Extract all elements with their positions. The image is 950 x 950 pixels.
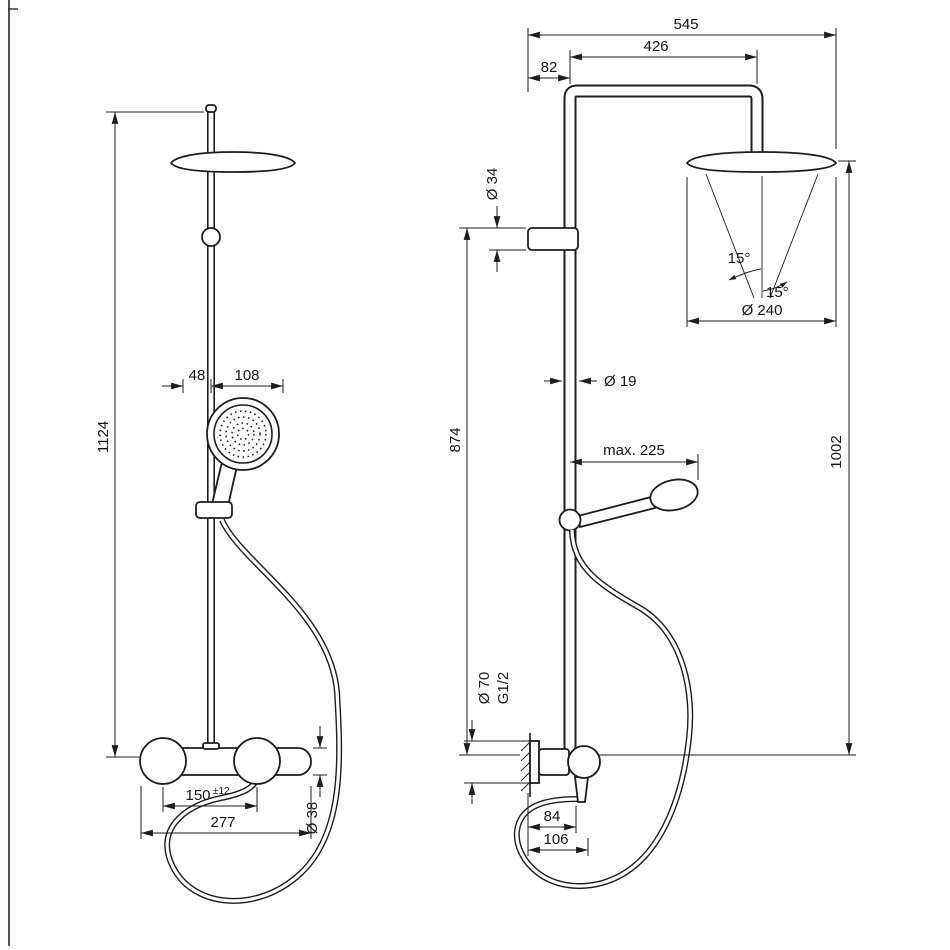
dim-label-1124: 1124 [95, 421, 112, 453]
thermostat-front [139, 737, 312, 785]
dim-valve-width-277: 277 [140, 786, 312, 839]
valve-body-side [538, 748, 570, 776]
dim-head-diameter-240: Ø 240 [686, 177, 837, 327]
dim-label-max225: max. 225 [603, 442, 665, 459]
border-artifact [8, 0, 18, 946]
dim-escutcheon-70-g12: Ø 70 G1/2 [464, 672, 536, 804]
dim-label-150: 150 [185, 787, 210, 804]
slider-holder-side [558, 508, 582, 532]
dim-overall-height-1124: 1124 [95, 111, 204, 758]
overhead-shower-side [685, 151, 838, 173]
dim-label-545: 545 [673, 16, 698, 33]
dim-pipe-diameter-19: Ø 19 [544, 373, 637, 390]
pipe-escutcheon [202, 742, 220, 750]
dim-label-874: 874 [447, 427, 464, 452]
dim-label-g12: G1/2 [495, 672, 512, 705]
dim-label-426: 426 [643, 38, 668, 55]
shower-hose-side [513, 529, 694, 890]
dim-label-150-tolerance: ±12 [213, 786, 230, 797]
hose-outlet [573, 776, 590, 803]
dim-label-dia70: Ø 70 [476, 672, 493, 705]
dim-label-108: 108 [234, 367, 259, 384]
thermostat-right-handle [233, 737, 281, 785]
shower-hose-front [164, 518, 343, 904]
dim-label-dia240: Ø 240 [742, 302, 783, 319]
slider-holder-front [195, 501, 233, 519]
dim-column-height-874: 874 [447, 227, 526, 756]
dim-label-82: 82 [541, 59, 558, 76]
overhead-shower-front [169, 151, 297, 173]
thermostat-side [520, 733, 601, 803]
dim-label-dia34: Ø 34 [484, 168, 501, 201]
dim-hand-shower-48-108: 48 108 [162, 367, 284, 393]
pipe-top-cap [205, 104, 217, 113]
dim-install-height-1002: 1002 [598, 160, 856, 756]
dim-label-106: 106 [543, 831, 568, 848]
wall-hatching [520, 741, 531, 792]
riser-pipe-side [563, 84, 764, 753]
dim-label-angle-left: 15° [728, 250, 751, 267]
dim-label-84: 84 [544, 808, 561, 825]
front-view: 1124 48 108 150 ±12 277 [95, 104, 343, 904]
dim-max-reach-225: max. 225 [570, 442, 699, 480]
dim-label-dia38: Ø 38 [304, 802, 321, 835]
hand-shower-front [195, 397, 280, 519]
dim-label-1002: 1002 [828, 435, 845, 468]
side-view: 15° 15° [447, 16, 856, 890]
dim-bracket-diameter-34: Ø 34 [484, 168, 526, 272]
dim-connection-spacing-150: 150 ±12 [162, 786, 258, 812]
dim-outlet-84-106: 84 106 [527, 793, 589, 856]
dim-arm-projection-426: 426 [569, 38, 758, 84]
hand-shower-handle-side [576, 495, 657, 529]
spray-cone: 15° 15° [705, 173, 819, 301]
dim-wall-offset-82: 82 [528, 59, 570, 82]
thermostat-left-handle [139, 737, 187, 785]
wall-bracket-front [201, 227, 221, 247]
dim-label-angle-right: 15° [766, 284, 789, 301]
dim-valve-diameter-38: Ø 38 [304, 726, 327, 834]
wall-flange [529, 740, 540, 784]
dim-label-dia19: Ø 19 [604, 373, 637, 390]
dim-label-48: 48 [189, 367, 206, 384]
valve-knob-side [567, 745, 601, 779]
dim-label-277: 277 [210, 814, 235, 831]
hand-shower-side [558, 478, 699, 532]
wall-bracket-side [527, 227, 579, 251]
